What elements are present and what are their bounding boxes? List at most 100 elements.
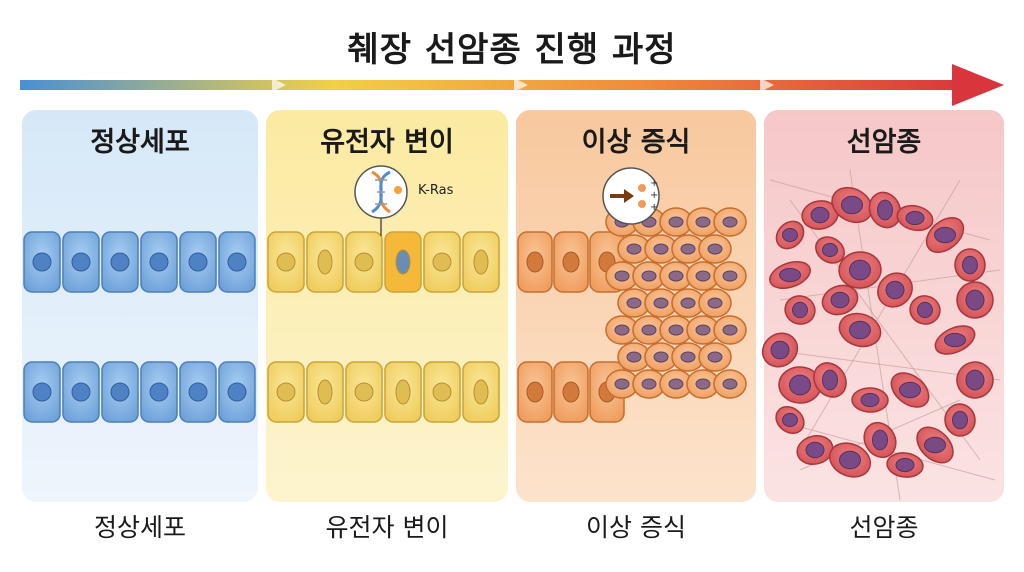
caption-mutation: 유전자 변이 xyxy=(325,513,449,542)
proliferating-cell-nucleus xyxy=(626,351,642,363)
proliferating-cell-nucleus xyxy=(626,243,642,255)
normal-cell-nucleus xyxy=(227,252,247,272)
mutation-cell-layer xyxy=(267,231,500,423)
normal-cell-nucleus xyxy=(110,252,130,272)
cancer-cell-nucleus xyxy=(810,206,830,224)
cancer-cell-nucleus xyxy=(792,301,808,319)
proliferating-cell-nucleus xyxy=(722,324,738,336)
proliferating-cell-nucleus xyxy=(722,216,738,228)
gene-label-kras: K-Ras xyxy=(418,183,454,198)
mutation-cell-nucleus xyxy=(354,252,374,272)
mutation-cell-nucleus xyxy=(473,379,489,405)
cancer-cell-nucleus xyxy=(779,267,801,283)
caption-proliferation: 이상 증식 xyxy=(586,513,686,542)
cancer-cell-nucleus xyxy=(895,457,915,473)
cancer-cell-nucleus xyxy=(885,280,905,300)
normal-cell-nucleus xyxy=(110,382,130,402)
panel-title-normal: 정상세포 xyxy=(90,127,190,158)
cancer-cell-nucleus xyxy=(841,195,863,215)
cancer-cell-nucleus xyxy=(830,291,850,309)
cancer-cell-nucleus xyxy=(905,210,925,226)
proliferating-cell-nucleus xyxy=(653,351,669,363)
cancer-cell-nucleus xyxy=(944,332,966,348)
normal-cell-nucleus xyxy=(149,382,169,402)
proliferating-cell-nucleus xyxy=(680,243,696,255)
panel-title-mutation: 유전자 변이 xyxy=(320,127,454,158)
normal-cell-nucleus xyxy=(188,252,208,272)
proliferating-cell-nucleus xyxy=(614,270,630,282)
mutation-cell-nucleus xyxy=(395,379,411,405)
proliferating-cell-nucleus xyxy=(562,251,580,273)
cancer-cell-nucleus xyxy=(872,429,888,451)
cancer-cell-nucleus xyxy=(849,320,871,340)
cancer-cell-nucleus xyxy=(917,301,933,319)
proliferating-cell-nucleus xyxy=(614,324,630,336)
proliferating-cell-nucleus xyxy=(722,270,738,282)
proliferation-icon: + + + xyxy=(602,167,660,225)
panel-title-adenocarcinoma: 선암종 xyxy=(846,127,922,158)
cancer-cell-nucleus xyxy=(877,199,893,221)
normal-cell-nucleus xyxy=(71,382,91,402)
proliferating-cell-nucleus xyxy=(668,270,684,282)
proliferating-cell-nucleus xyxy=(695,324,711,336)
progress-arrow xyxy=(20,64,1004,106)
proliferating-cell-nucleus xyxy=(641,378,657,390)
mutation-cell-nucleus xyxy=(395,249,411,275)
mutation-cell-nucleus xyxy=(276,382,296,402)
normal-cell-nucleus xyxy=(149,252,169,272)
normal-cell-nucleus xyxy=(32,252,52,272)
cancer-cell-nucleus xyxy=(899,381,921,399)
cancer-cell-nucleus xyxy=(965,369,985,391)
proliferating-cell-nucleus xyxy=(614,378,630,390)
normal-cell-nucleus xyxy=(32,382,52,402)
mutation-cell-nucleus xyxy=(276,252,296,272)
proliferating-cell-nucleus xyxy=(653,297,669,309)
normal-cell-nucleus xyxy=(71,252,91,272)
proliferating-cell-nucleus xyxy=(562,381,580,403)
cancer-cell-nucleus xyxy=(822,242,838,258)
stroma-fiber xyxy=(799,179,961,451)
mutation-cell-nucleus xyxy=(473,249,489,275)
mutation-cell-nucleus xyxy=(354,382,374,402)
proliferating-cell-nucleus xyxy=(526,381,544,403)
cancer-cell-nucleus xyxy=(952,410,968,430)
panel-title-proliferation: 이상 증식 xyxy=(581,127,691,158)
proliferating-cell-nucleus xyxy=(653,243,669,255)
cancer-cell-nucleus xyxy=(782,227,798,243)
page-title: 췌장 선암종 진행 과정 xyxy=(347,30,677,70)
normal-cell-nucleus xyxy=(227,382,247,402)
mutation-cell-nucleus xyxy=(432,382,452,402)
proliferating-cell-nucleus xyxy=(641,324,657,336)
proliferating-cell-nucleus xyxy=(695,378,711,390)
cancer-cell-nucleus xyxy=(860,392,880,408)
cancer-cell-nucleus xyxy=(965,289,985,311)
svg-text:+: + xyxy=(650,178,658,189)
proliferating-cell-nucleus xyxy=(722,378,738,390)
cancer-cell-nucleus xyxy=(805,441,825,459)
normal-cell-nucleus xyxy=(188,382,208,402)
proliferating-cell-nucleus xyxy=(626,297,642,309)
cancer-cell-nucleus xyxy=(839,450,861,470)
proliferating-cell-nucleus xyxy=(668,378,684,390)
panel-normal xyxy=(22,110,258,502)
proliferating-cell-nucleus xyxy=(526,251,544,273)
proliferating-cell-nucleus xyxy=(707,351,723,363)
cancer-cell-nucleus xyxy=(822,369,838,391)
proliferating-cell-nucleus xyxy=(707,243,723,255)
proliferating-cell-nucleus xyxy=(707,297,723,309)
cancer-cell-nucleus xyxy=(962,255,978,275)
caption-normal: 정상세포 xyxy=(93,513,186,542)
svg-text:+: + xyxy=(650,190,658,201)
cancer-cell-nucleus xyxy=(789,374,811,396)
dna-icon xyxy=(354,165,408,236)
mutation-cell-nucleus xyxy=(317,379,333,405)
cancer-cell-layer xyxy=(761,169,1001,501)
caption-adenocarcinoma: 선암종 xyxy=(849,513,919,542)
proliferating-cell-nucleus xyxy=(695,216,711,228)
mutation-cell-nucleus xyxy=(432,252,452,272)
cancer-cell-nucleus xyxy=(934,226,956,244)
proliferating-cell-nucleus xyxy=(668,324,684,336)
cancer-cell-nucleus xyxy=(924,436,946,454)
cancer-cell-nucleus xyxy=(770,340,790,360)
